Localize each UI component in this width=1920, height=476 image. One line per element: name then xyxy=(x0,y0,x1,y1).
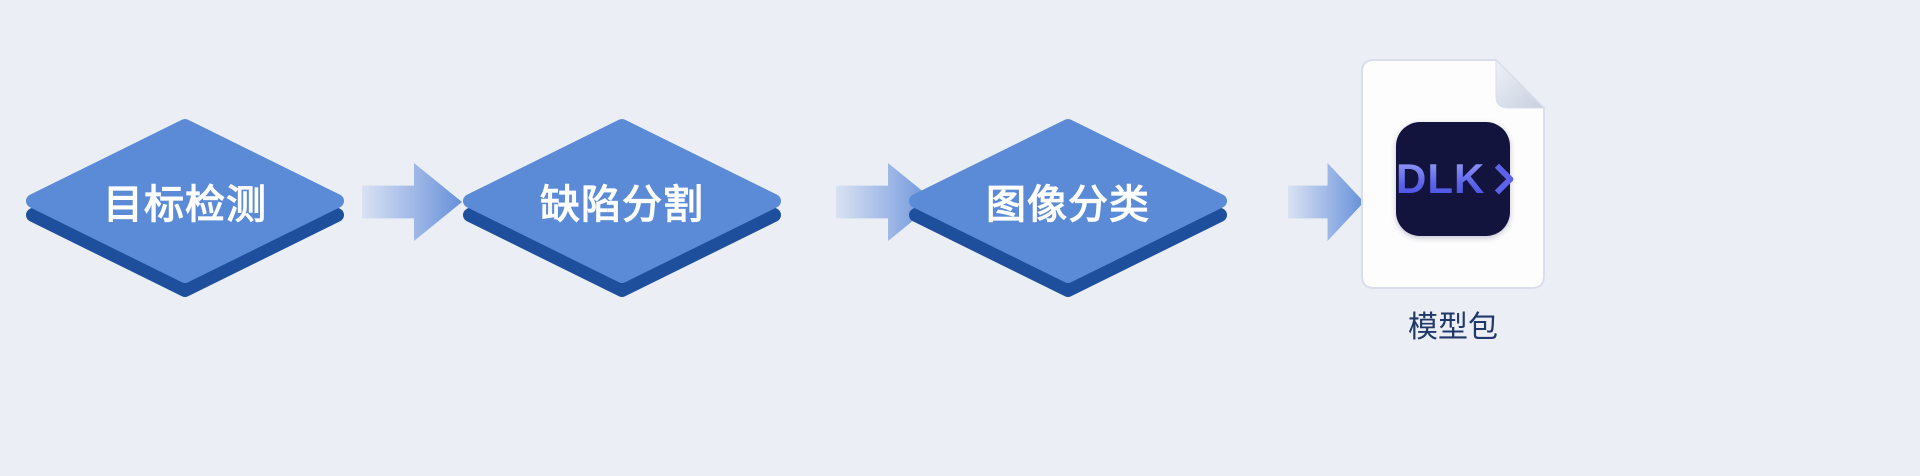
dlk-logo: DLK xyxy=(1396,122,1515,236)
diamond-shape-icon xyxy=(26,119,344,297)
flow-node-object-detection: 目标检测 xyxy=(25,118,345,300)
model-package-label: 模型包 xyxy=(1408,311,1498,344)
flow-node-image-classification: 图像分类 xyxy=(908,118,1228,300)
dlk-logo-text: DLK xyxy=(1396,155,1486,202)
arrow-right-icon xyxy=(362,163,462,241)
model-package-file-icon: DLK xyxy=(1360,58,1546,290)
flow-node-defect-segmentation: 缺陷分割 xyxy=(462,118,782,300)
logo-chevron-icon xyxy=(1483,163,1515,195)
diamond-shape-icon xyxy=(909,119,1227,297)
node-label: 目标检测 xyxy=(103,183,267,227)
node-label: 缺陷分割 xyxy=(540,183,704,227)
arrow-right-icon xyxy=(1288,163,1364,241)
diamond-shape-icon xyxy=(463,119,781,297)
node-label: 图像分类 xyxy=(986,183,1150,227)
